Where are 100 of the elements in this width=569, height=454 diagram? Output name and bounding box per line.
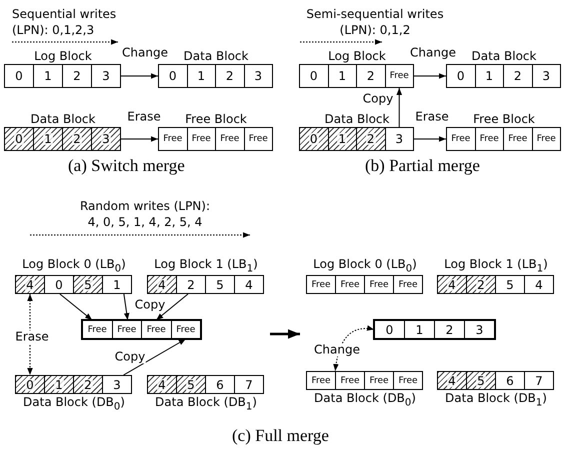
block-label: Log Block <box>34 49 92 63</box>
page-cell: Free <box>306 371 336 390</box>
page-cell: Free <box>384 64 414 88</box>
block-label: Data Block (DB$_{0}$) <box>314 391 416 408</box>
page-cell: 7 <box>234 375 264 394</box>
invalid-page-cell: 5 <box>466 371 496 390</box>
dotted-arrow <box>27 294 33 376</box>
invalid-page-cell: 4 <box>437 275 467 294</box>
page-cell: Free <box>474 127 504 151</box>
block-label: Free Block <box>473 112 535 126</box>
page-cell: 0 <box>446 64 476 88</box>
page-cell: Free <box>364 371 394 390</box>
page-cell: Free <box>532 127 561 151</box>
page-cell: 3 <box>532 64 561 88</box>
block-label: Log Block 1 (LB$_{1}$) <box>154 256 258 274</box>
page-cell: Free <box>393 275 423 294</box>
page-cell: 2 <box>434 320 465 339</box>
invalid-page-cell: 4 <box>437 371 467 390</box>
page-cell: 1 <box>33 64 63 88</box>
page-cell: Free <box>335 275 365 294</box>
block-label: Data Block <box>324 112 390 126</box>
page-cell: 1 <box>404 320 435 339</box>
page-cell: 2 <box>62 64 92 88</box>
edge-label: Copy <box>134 298 166 312</box>
page-cell: 2 <box>176 275 206 294</box>
edge-label: Erase <box>414 110 450 124</box>
page-cell: Free <box>170 320 201 339</box>
page-cell: 3 <box>464 320 495 339</box>
arrow <box>414 73 446 79</box>
page-cell: 0 <box>44 275 74 294</box>
write-sequence-label: Random writes (LPN): 4, 0, 5, 1, 4, 2, 5, 4 <box>78 198 212 230</box>
invalid-page-cell: 0 <box>4 127 34 151</box>
page-cell: 2 <box>356 64 386 88</box>
page-cell: 7 <box>524 371 554 390</box>
write-sequence-label: Sequential writes (LPN): 0,1,2,3 <box>12 6 118 38</box>
page-cell: Free <box>446 127 476 151</box>
page-cell: 1 <box>474 64 504 88</box>
subfigure-caption: (b) Partial merge <box>365 156 480 176</box>
dotted-arrow <box>333 326 374 372</box>
page-cell: 1 <box>186 64 216 88</box>
arrow <box>120 73 158 79</box>
block-label: Data Block (DB$_{1}$) <box>155 395 257 412</box>
page-cell: 6 <box>205 375 235 394</box>
edge-label: Copy <box>362 92 394 106</box>
write-sequence-label: Semi-sequential writes (LPN): 0,1,2 <box>305 6 445 38</box>
edge-label: Copy <box>114 350 146 364</box>
page-cell: Free <box>306 275 336 294</box>
page-cell: 1 <box>102 275 132 294</box>
block-label: Log Block 0 (LB$_{0}$) <box>313 256 417 274</box>
invalid-page-cell: 1 <box>44 375 74 394</box>
page-cell: Free <box>186 127 216 151</box>
page-cell: Free <box>112 320 142 339</box>
page-cell: 3 <box>244 64 273 88</box>
page-cell: 1 <box>328 64 357 88</box>
invalid-page-cell: 2 <box>466 275 496 294</box>
invalid-page-cell: 2 <box>62 127 92 151</box>
page-cell: Free <box>82 320 112 339</box>
invalid-page-cell: 2 <box>356 127 386 151</box>
arrow <box>120 136 158 142</box>
page-cell: 0 <box>158 64 188 88</box>
page-cell: 0 <box>4 64 34 88</box>
subfigure-caption: (a) Switch merge <box>68 156 185 176</box>
arrow <box>156 294 188 320</box>
page-cell: 0 <box>299 64 328 88</box>
page-cell: 3 <box>384 127 414 151</box>
edge-label: Erase <box>14 330 50 344</box>
invalid-page-cell: 3 <box>91 127 121 151</box>
arrow <box>59 294 93 320</box>
page-cell: Free <box>158 127 188 151</box>
page-cell: Free <box>215 127 244 151</box>
block-label: Free Block <box>185 112 247 126</box>
arrow <box>414 136 446 142</box>
page-cell: 3 <box>91 64 121 88</box>
edge-label: Change <box>121 46 169 60</box>
page-cell: Free <box>244 127 273 151</box>
edge-label: Change <box>313 344 361 356</box>
edge-label: Erase <box>126 110 162 124</box>
invalid-page-cell: 0 <box>299 127 328 151</box>
block-label: Data Block <box>184 49 248 63</box>
invalid-page-cell: 5 <box>73 275 103 294</box>
arrow <box>396 88 402 128</box>
page-cell: 2 <box>215 64 244 88</box>
block-label: Data Block (DB$_{0}$) <box>23 395 125 412</box>
block-label: Log Block 1 (LB$_{1}$) <box>444 256 548 274</box>
edge-label: Change <box>409 46 457 60</box>
page-cell: 0 <box>374 320 405 339</box>
page-cell: 3 <box>102 375 132 394</box>
block-label: Data Block (DB$_{1}$) <box>445 391 547 408</box>
invalid-page-cell: 1 <box>33 127 63 151</box>
page-cell: 5 <box>495 275 525 294</box>
page-cell: 2 <box>503 64 532 88</box>
block-label: Data Block <box>30 112 96 126</box>
invalid-page-cell: 0 <box>15 375 45 394</box>
invalid-page-cell: 1 <box>328 127 357 151</box>
block-label: Data Block <box>472 49 536 63</box>
page-cell: Free <box>503 127 532 151</box>
invalid-page-cell: 2 <box>73 375 103 394</box>
invalid-page-cell: 5 <box>176 375 206 394</box>
block-label: Log Block 0 (LB$_{0}$) <box>22 256 126 274</box>
page-cell: 6 <box>495 371 525 390</box>
